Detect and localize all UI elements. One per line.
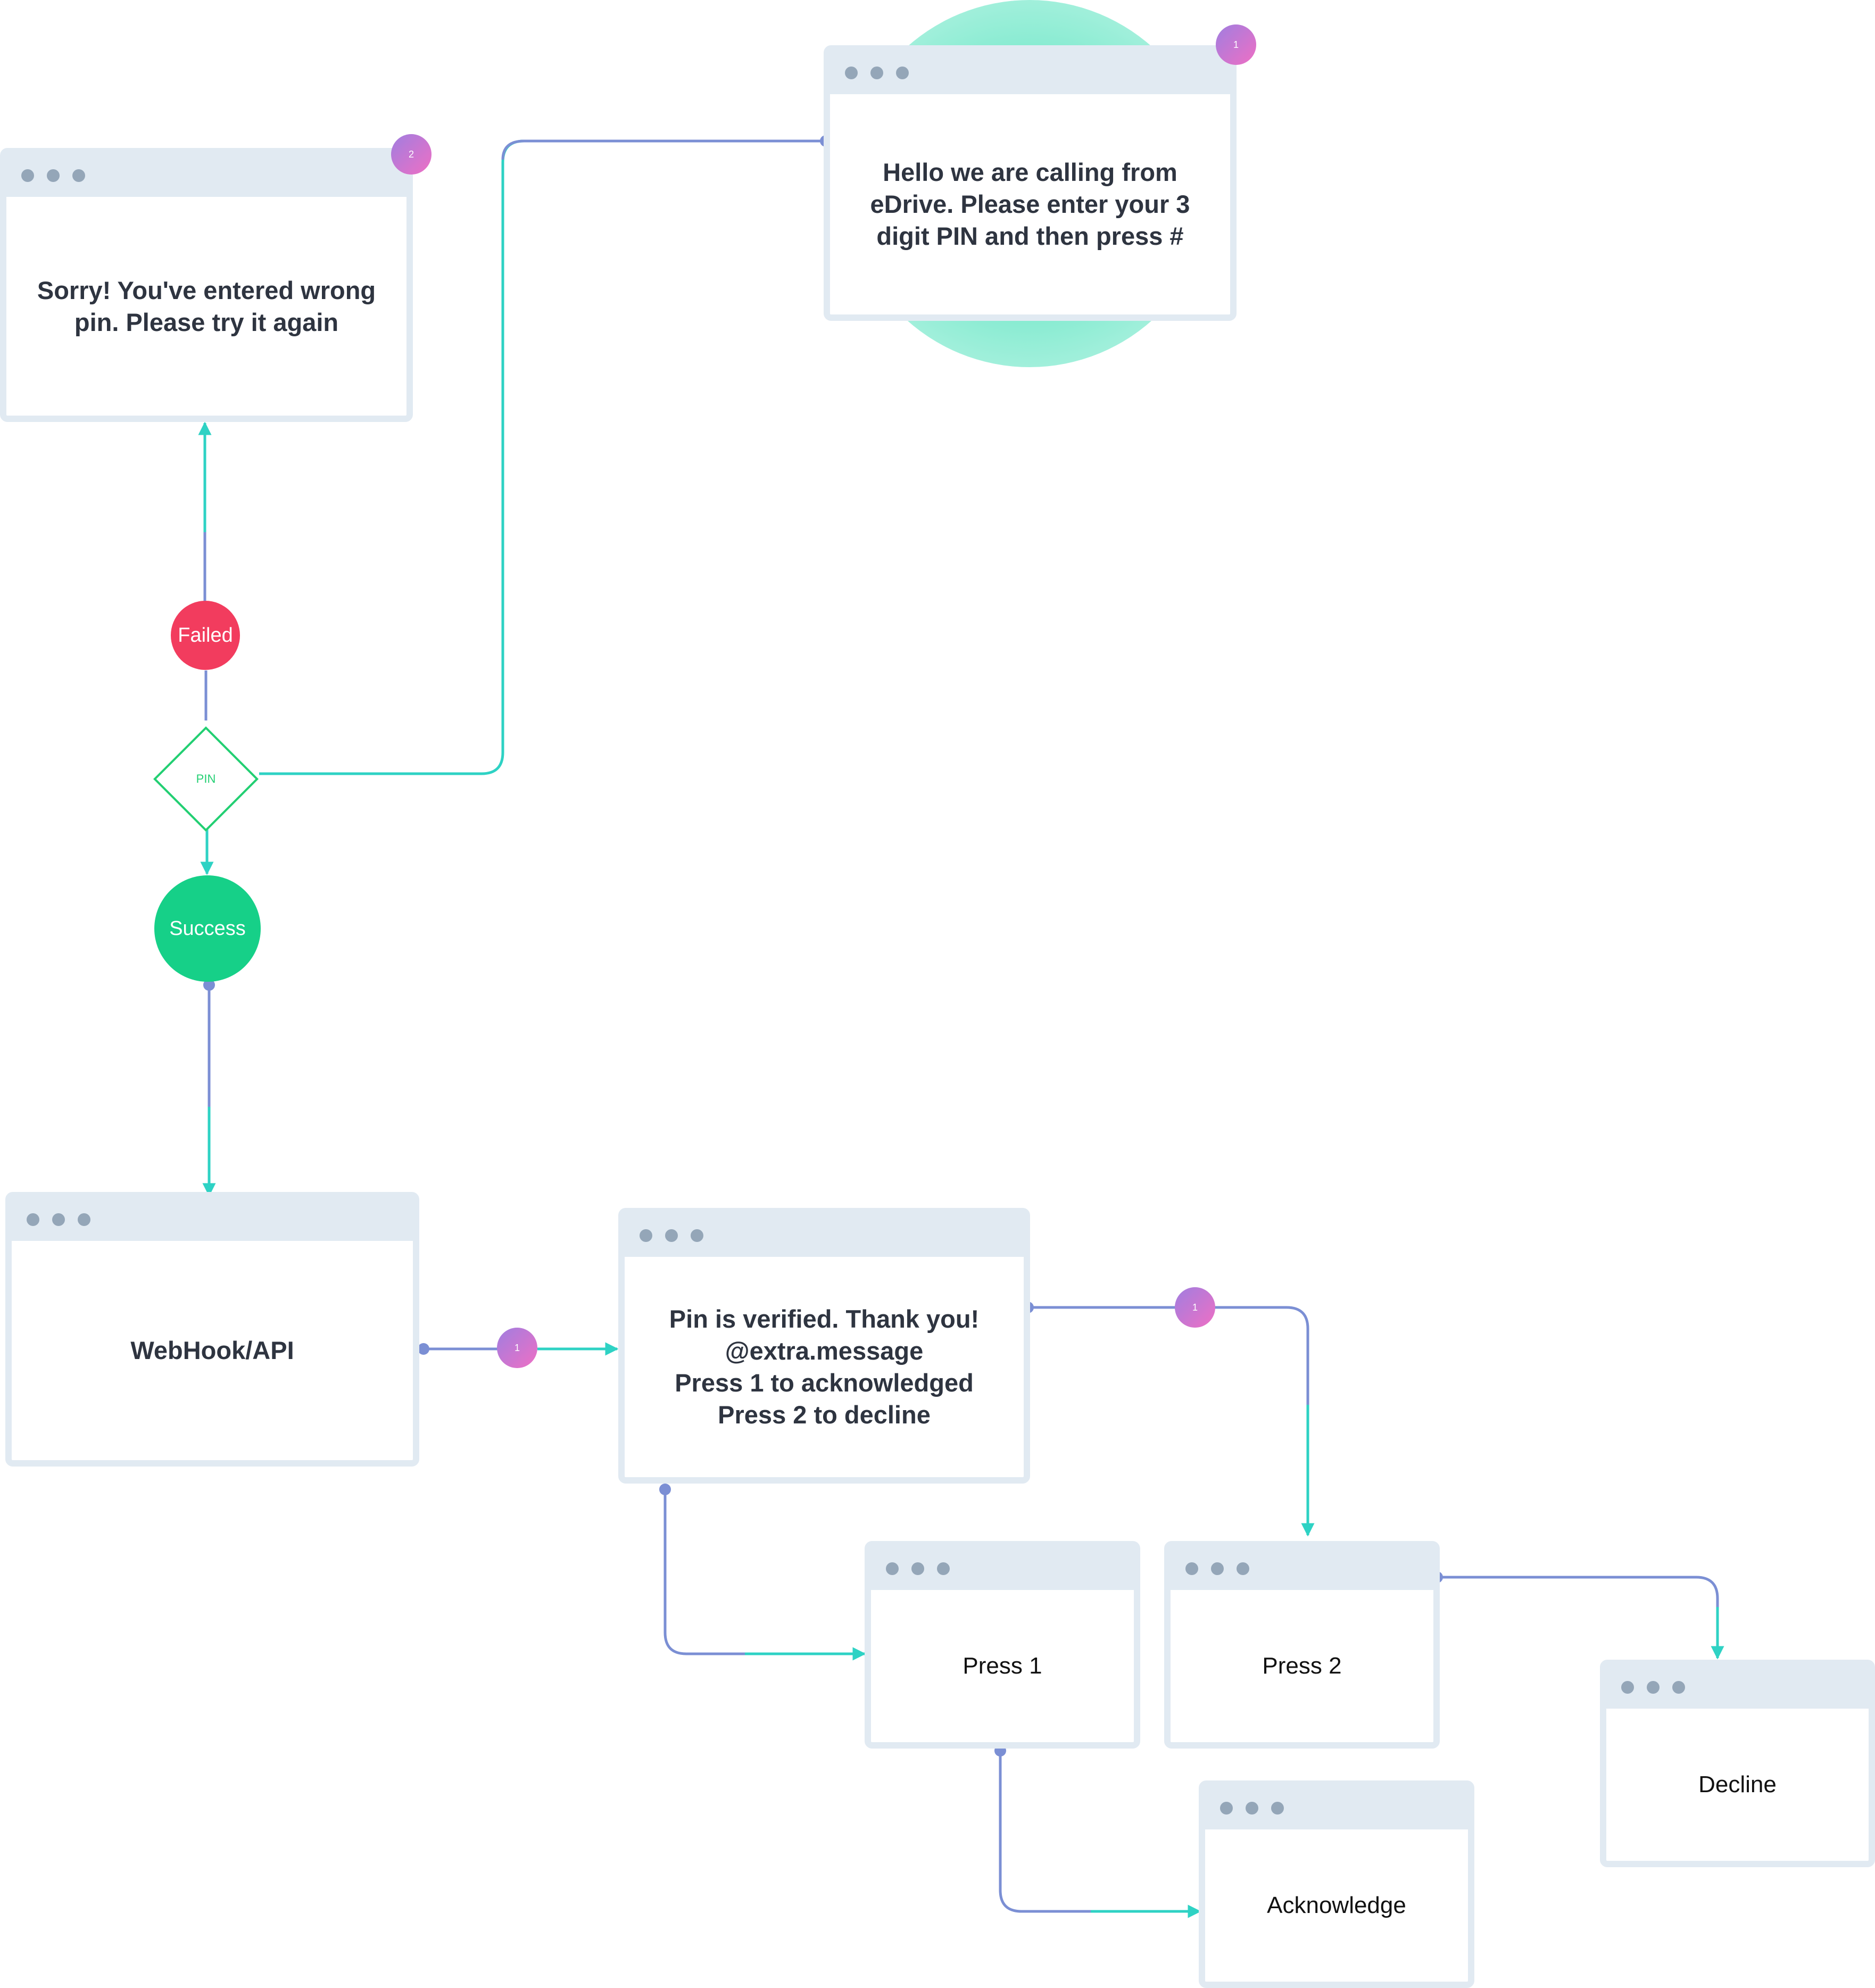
window-dot	[1237, 1562, 1249, 1575]
window-title-bar	[6, 154, 406, 197]
press1-text: Press 1	[963, 1653, 1042, 1679]
edge-verified-to-press2	[1028, 1306, 1309, 1405]
pin-decision-label: PIN	[196, 772, 216, 785]
window-title-bar	[830, 52, 1230, 94]
success-node[interactable]: Success	[154, 875, 261, 982]
edge-press1-to-acknowledge	[999, 1751, 1091, 1913]
window-dot	[27, 1213, 39, 1226]
edge-press2-to-decline	[1437, 1576, 1719, 1607]
window-dot	[870, 67, 883, 79]
window-dot	[665, 1229, 678, 1242]
failed-label: Failed	[178, 624, 233, 647]
webhook-window[interactable]: WebHook/API	[5, 1192, 419, 1467]
window-dot	[47, 169, 60, 182]
greeting-window[interactable]: Hello we are calling from eDrive. Please…	[824, 45, 1237, 321]
wrong-pin-step-badge: 2	[391, 134, 432, 175]
window-dot	[911, 1562, 924, 1575]
verified-edge-badge: 1	[1175, 1287, 1215, 1328]
window-dot	[640, 1229, 652, 1242]
window-dot	[1647, 1681, 1660, 1694]
wrong-pin-window[interactable]: Sorry! You've entered wrong pin. Please …	[0, 148, 413, 422]
window-title-bar	[12, 1198, 413, 1241]
press1-window[interactable]: Press 1	[865, 1541, 1140, 1749]
window-dot	[1185, 1562, 1198, 1575]
window-title-bar	[625, 1214, 1024, 1257]
window-dot	[1621, 1681, 1634, 1694]
window-title-bar	[1205, 1787, 1468, 1829]
verified-window[interactable]: Pin is verified. Thank you! @extra.messa…	[618, 1208, 1030, 1484]
window-dot	[21, 169, 34, 182]
edge-pin-to-greeting-purple	[501, 139, 826, 160]
wrong-pin-text: Sorry! You've entered wrong pin. Please …	[37, 276, 376, 336]
window-dot	[1246, 1802, 1258, 1815]
webhook-text: WebHook/API	[130, 1336, 294, 1364]
window-dot	[886, 1562, 899, 1575]
window-dot	[1211, 1562, 1224, 1575]
window-dot	[937, 1562, 950, 1575]
window-dot	[1672, 1681, 1685, 1694]
greeting-step-badge: 1	[1216, 24, 1256, 65]
window-dot	[1220, 1802, 1233, 1815]
edge-verified-to-press1	[663, 1489, 745, 1655]
press2-text: Press 2	[1262, 1653, 1342, 1679]
window-title-bar	[1606, 1666, 1869, 1709]
press2-window[interactable]: Press 2	[1164, 1541, 1440, 1749]
acknowledge-window[interactable]: Acknowledge	[1199, 1780, 1474, 1988]
window-title-bar	[871, 1547, 1134, 1590]
window-dot	[691, 1229, 703, 1242]
greeting-text: Hello we are calling from eDrive. Please…	[870, 158, 1190, 250]
acknowledge-text: Acknowledge	[1267, 1892, 1406, 1918]
decline-window[interactable]: Decline	[1600, 1660, 1875, 1867]
window-dot	[78, 1213, 90, 1226]
window-dot	[1271, 1802, 1284, 1815]
verified-text: Pin is verified. Thank you! @extra.messa…	[669, 1305, 980, 1429]
failed-node[interactable]: Failed	[171, 601, 240, 670]
window-dot	[845, 67, 858, 79]
window-title-bar	[1171, 1547, 1433, 1590]
decline-text: Decline	[1698, 1771, 1777, 1798]
webhook-edge-badge: 1	[497, 1328, 537, 1368]
window-dot	[896, 67, 909, 79]
window-dot	[72, 169, 85, 182]
window-dot	[52, 1213, 65, 1226]
success-label: Success	[169, 917, 246, 940]
